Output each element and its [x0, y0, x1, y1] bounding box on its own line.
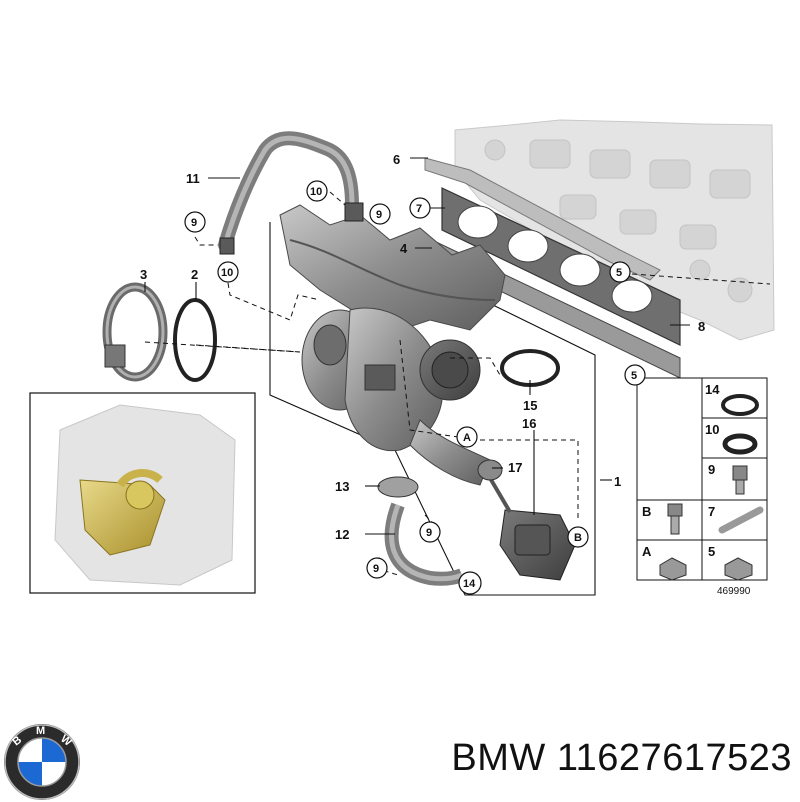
diagram-number: 469990	[717, 586, 751, 597]
legend-label-7: 7	[708, 504, 715, 519]
callout-6: 6	[393, 152, 400, 167]
callout-B: B	[574, 532, 582, 544]
leader-lines	[144, 157, 771, 576]
callout-A: A	[463, 432, 471, 444]
callout-4: 4	[400, 241, 408, 256]
legend-label-14: 14	[705, 382, 720, 397]
legend-label-5: 5	[708, 544, 715, 559]
engine-block-ghost	[454, 119, 775, 341]
callout-9-mid: 9	[426, 527, 432, 539]
callout-15: 15	[523, 398, 537, 413]
turbocharger	[301, 307, 491, 486]
oil-return-line-12	[377, 476, 465, 586]
brand-name: BMW	[451, 737, 546, 779]
callout-9-bottom: 9	[373, 563, 379, 575]
callout-3: 3	[140, 267, 147, 282]
callout-16: 16	[522, 416, 536, 431]
v-band-clamp-3	[102, 282, 168, 382]
engine-location-inset	[29, 392, 256, 594]
gasket-strip-6	[424, 157, 661, 281]
callout-1: 1	[614, 474, 621, 489]
callout-11: 11	[186, 171, 200, 186]
small-parts-legend	[636, 377, 768, 581]
legend-label-B: B	[642, 504, 651, 519]
wastegate-actuator-16	[488, 476, 576, 581]
bmw-logo: B M W	[4, 724, 80, 800]
turbo-assembly-frame	[269, 222, 596, 596]
legend-label-9: 9	[708, 462, 715, 477]
o-ring-2	[173, 298, 217, 382]
callout-5-bottom: 5	[631, 370, 637, 382]
callout-10-top: 10	[310, 186, 322, 198]
callout-9-top: 9	[376, 209, 382, 221]
callout-17: 17	[508, 460, 522, 475]
callout-13: 13	[335, 479, 349, 494]
o-ring-15	[500, 349, 560, 387]
legend-label-10: 10	[705, 422, 719, 437]
callout-5-top: 5	[616, 267, 622, 279]
callout-10-left: 10	[221, 267, 233, 279]
footer: B M W BMW 11627617523	[0, 700, 800, 800]
callout-2: 2	[191, 267, 198, 282]
part-number: 11627617523	[556, 737, 792, 779]
bushing-17	[477, 459, 503, 481]
oil-line-11	[218, 131, 364, 255]
callout-9-left: 9	[191, 217, 197, 229]
logo-letter-m: M	[36, 725, 45, 737]
callout-7: 7	[416, 203, 422, 215]
manifold-gasket-8	[441, 187, 681, 346]
legend-label-A: A	[642, 544, 652, 559]
callout-labels: 11 6 4 8 3 2 1 15 16 17 13 12 10 9 9 10 …	[140, 152, 751, 597]
brand-part-number: BMW 11627617523	[451, 737, 792, 780]
callout-14: 14	[463, 578, 476, 590]
callout-8: 8	[698, 319, 705, 334]
callout-12: 12	[335, 527, 349, 542]
